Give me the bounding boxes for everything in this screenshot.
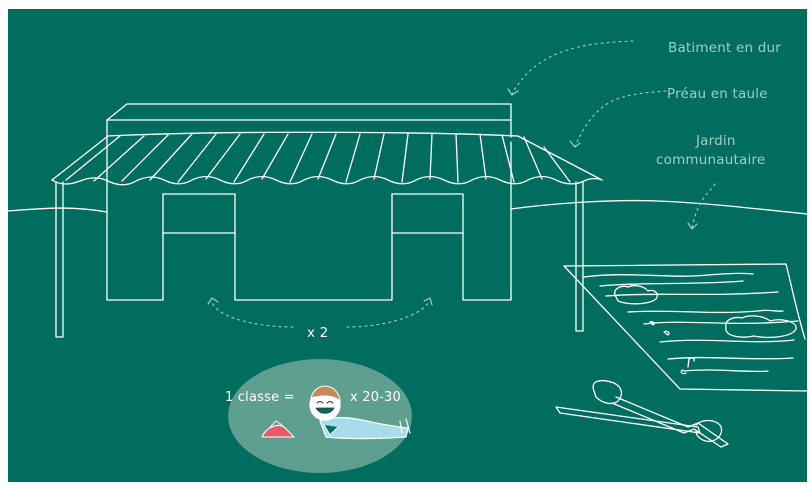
chalkboard-illustration: Batiment en dur Préau en taule Jardin co… [8,9,807,482]
label-batiment: Batiment en dur [668,40,781,56]
label-doors-multiplier: x 2 [307,325,328,341]
right-post [576,182,583,331]
horizon-line [8,201,807,214]
shovel-icon [556,381,728,447]
garden-plot [564,264,807,391]
label-jardin-line1: Jardin [696,133,736,149]
arrow-heads [208,89,697,305]
label-preau: Préau en taule [667,86,768,102]
left-post [56,182,63,337]
label-classe: 1 classe = [225,390,295,405]
school-drawing [8,9,807,482]
label-pupils-count: x 20-30 [350,390,401,405]
classroom-group [228,359,412,473]
label-jardin-line2: communautaire [656,152,765,168]
corrugated-roof [52,132,602,185]
